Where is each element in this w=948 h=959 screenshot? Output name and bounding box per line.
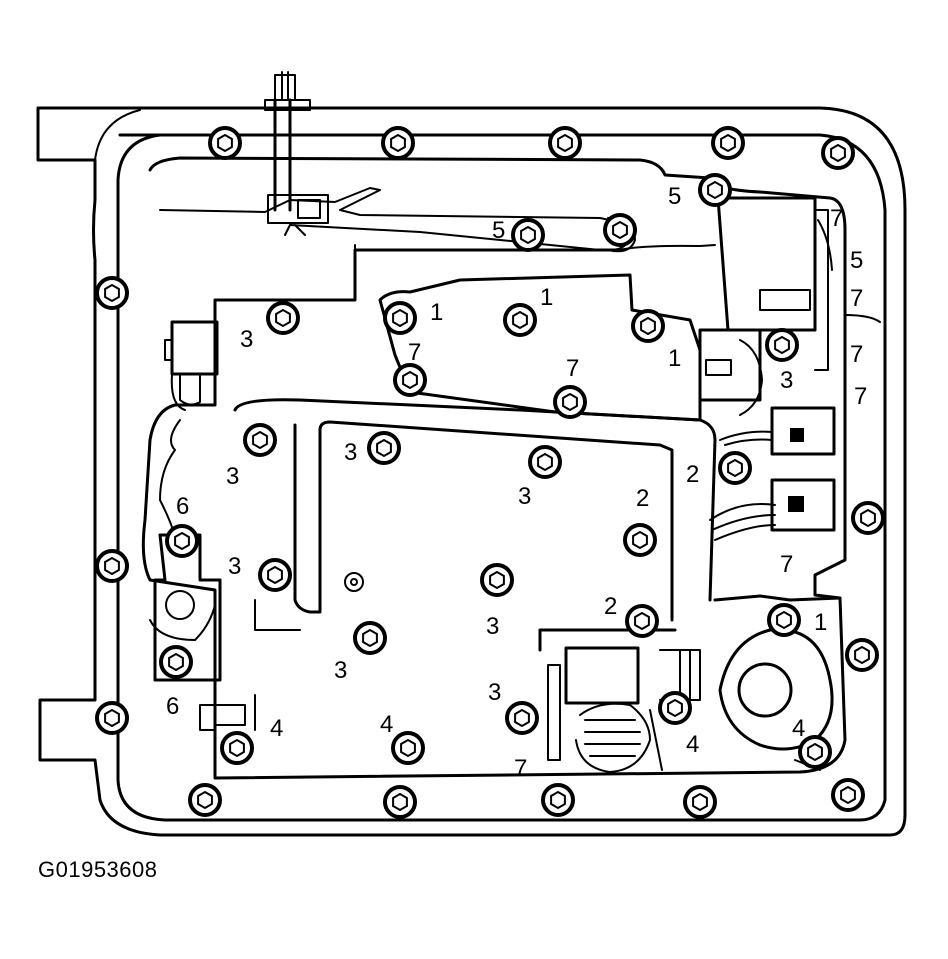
callout-5b: 5	[492, 217, 505, 244]
callout-3i: 3	[488, 679, 501, 706]
bolt	[623, 523, 657, 557]
bolt	[243, 423, 277, 457]
bolt	[631, 309, 665, 343]
callout-1c: 1	[668, 345, 681, 372]
callout-4d: 4	[686, 731, 699, 758]
bolt	[159, 645, 193, 679]
callout-7g: 7	[780, 551, 793, 578]
bolt	[393, 363, 427, 397]
callout-3f: 3	[228, 553, 241, 580]
bolt	[220, 731, 254, 765]
bolt	[548, 126, 582, 160]
callout-1a: 1	[430, 299, 443, 326]
bolt	[95, 701, 129, 735]
valve-body-outline	[141, 156, 847, 780]
bolt	[503, 303, 537, 337]
detent-linkage	[159, 71, 636, 253]
callout-4a: 4	[270, 715, 283, 742]
bolt	[480, 563, 514, 597]
bolt	[698, 173, 732, 207]
callout-2b: 2	[636, 485, 649, 512]
bolt	[541, 783, 575, 817]
bolt	[383, 301, 417, 335]
bolt	[831, 778, 865, 812]
left-solenoid	[159, 320, 219, 541]
callout-6b: 6	[166, 693, 179, 720]
callout-7e: 7	[566, 355, 579, 382]
callout-3e: 3	[518, 483, 531, 510]
bolt	[845, 638, 879, 672]
bolt	[767, 603, 801, 637]
callout-7a: 7	[830, 205, 843, 232]
callout-3b: 3	[780, 367, 793, 394]
callout-6a: 6	[176, 493, 189, 520]
callout-1d: 1	[814, 609, 827, 636]
callout-7b: 7	[850, 285, 863, 312]
callout-3g: 3	[486, 613, 499, 640]
bolt	[718, 451, 752, 485]
callout-3h: 3	[334, 657, 347, 684]
bolt	[765, 328, 799, 362]
bolt	[95, 276, 129, 310]
bolt	[353, 621, 387, 655]
bolt	[258, 558, 292, 592]
bolt	[511, 218, 545, 252]
small-ring	[344, 572, 364, 592]
bolt	[851, 501, 885, 535]
accumulator-cover	[378, 273, 702, 422]
callout-3a: 3	[240, 326, 253, 353]
callout-5c: 5	[850, 247, 863, 274]
bolt	[528, 445, 562, 479]
bolt	[165, 524, 199, 558]
case-outline	[36, 106, 907, 837]
callout-7d: 7	[850, 341, 863, 368]
bolt	[798, 735, 832, 769]
callout-3d: 3	[226, 463, 239, 490]
bolt	[625, 604, 659, 638]
manual-valve-link	[149, 533, 256, 731]
bolt	[553, 385, 587, 419]
callout-5a: 5	[668, 183, 681, 210]
callout-3c: 3	[344, 439, 357, 466]
bolt	[95, 549, 129, 583]
bolt	[188, 783, 222, 817]
callout-7c: 7	[408, 339, 421, 366]
callout-7f: 7	[854, 383, 867, 410]
bolt	[683, 785, 717, 819]
bolt	[658, 691, 692, 725]
callout-1b: 1	[540, 284, 553, 311]
bolts	[95, 126, 885, 819]
bolt	[603, 213, 637, 247]
callout-4b: 4	[380, 711, 393, 738]
bolt	[367, 431, 401, 465]
callout-7h: 7	[514, 755, 527, 782]
callout-2c: 2	[604, 593, 617, 620]
bolt	[391, 731, 425, 765]
bolt	[711, 126, 745, 160]
callout-2a: 2	[686, 461, 699, 488]
solenoid-assembly	[698, 196, 881, 541]
callout-labels: 5 5 7 5 7 1 1 3 7 1 7 7 3 7 3 3 2 3 2 6 …	[166, 183, 867, 782]
bolt	[383, 785, 417, 819]
bolt	[381, 126, 415, 160]
bolt	[208, 126, 242, 160]
bolt	[821, 136, 855, 170]
figure-id-caption: G01953608	[38, 857, 158, 882]
callout-4c: 4	[792, 715, 805, 742]
bolt	[505, 701, 539, 735]
bolt	[266, 301, 300, 335]
